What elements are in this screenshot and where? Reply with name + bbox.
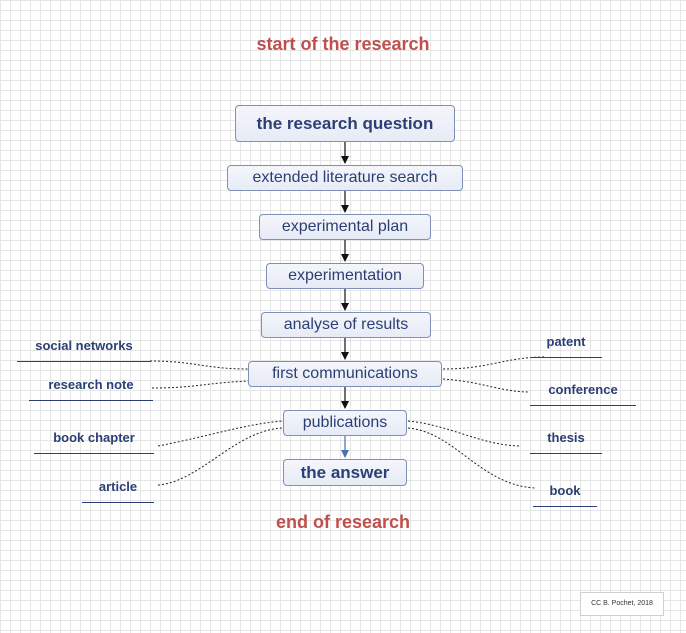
analyse-results-box: analyse of results xyxy=(261,312,431,338)
link-social-networks xyxy=(149,360,249,370)
link-patent xyxy=(442,356,546,370)
link-research-note xyxy=(151,380,249,389)
output-book: book xyxy=(533,483,597,507)
output-patent: patent xyxy=(530,334,602,358)
link-thesis xyxy=(407,420,521,447)
output-book-chapter: book chapter xyxy=(34,430,154,454)
output-thesis: thesis xyxy=(530,430,602,454)
experimental-plan-box: experimental plan xyxy=(259,214,431,240)
answer-box: the answer xyxy=(283,459,407,486)
start-title: start of the research xyxy=(256,34,430,54)
dashed-links xyxy=(149,356,546,489)
research-question-box: the research question xyxy=(235,105,455,142)
output-conference: conference xyxy=(530,382,636,406)
link-conference xyxy=(442,378,531,393)
credit-label: CC B. Pochet, 2018 xyxy=(580,592,664,616)
first-communications-box: first communications xyxy=(248,361,442,387)
output-article: article xyxy=(82,479,154,503)
publications-box: publications xyxy=(283,410,407,436)
experimentation-box: experimentation xyxy=(266,263,424,289)
output-social-networks: social networks xyxy=(17,338,151,362)
link-book-chapter xyxy=(157,420,284,447)
literature-search-box: extended literature search xyxy=(227,165,463,191)
output-research-note: research note xyxy=(29,377,153,401)
link-article xyxy=(157,427,284,486)
link-book xyxy=(407,427,536,489)
end-title: end of research xyxy=(275,512,411,532)
